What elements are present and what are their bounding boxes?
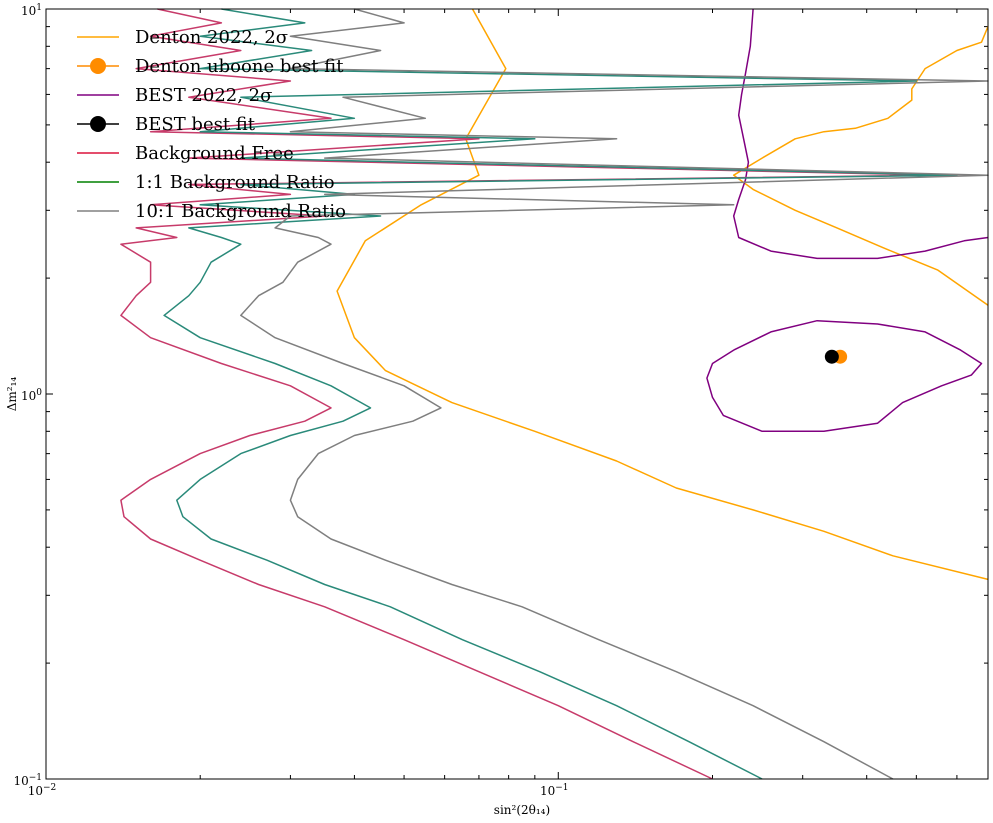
plot-frame xyxy=(45,8,989,780)
series-line xyxy=(732,26,989,306)
legend-marker xyxy=(90,58,106,74)
best-fit-point xyxy=(824,349,839,364)
legend-label: BEST best fit xyxy=(135,114,256,135)
legend: Denton 2022, 2σ Denton uboone best fitBES… xyxy=(77,27,346,222)
y-tick-label: 100 xyxy=(21,388,42,403)
legend-label: Denton 2022, 2σ xyxy=(135,27,288,48)
x-tick-label: 10−1 xyxy=(540,783,569,798)
legend-label: Denton uboone best fit xyxy=(135,56,344,77)
series-line xyxy=(120,8,939,780)
series-line xyxy=(706,319,983,433)
legend-marker xyxy=(90,116,106,132)
legend-label: Background Free xyxy=(135,143,294,164)
legend-label: BEST 2022, 2σ xyxy=(135,85,272,106)
y-tick-label: 10−1 xyxy=(13,773,42,788)
points-layer xyxy=(824,349,848,364)
y-axis-label: Δm²₁₄ xyxy=(5,377,19,412)
series-line xyxy=(240,8,989,780)
series-line xyxy=(163,8,958,780)
legend-label: 1:1 Background Ratio xyxy=(135,172,335,193)
legend-label: 10:1 Background Ratio xyxy=(135,201,346,222)
series-layer xyxy=(120,8,989,780)
x-axis-label: sin²(2θ₁₄) xyxy=(494,803,550,817)
x-tick-label: 10−2 xyxy=(28,783,57,798)
y-tick-label: 101 xyxy=(21,3,42,18)
